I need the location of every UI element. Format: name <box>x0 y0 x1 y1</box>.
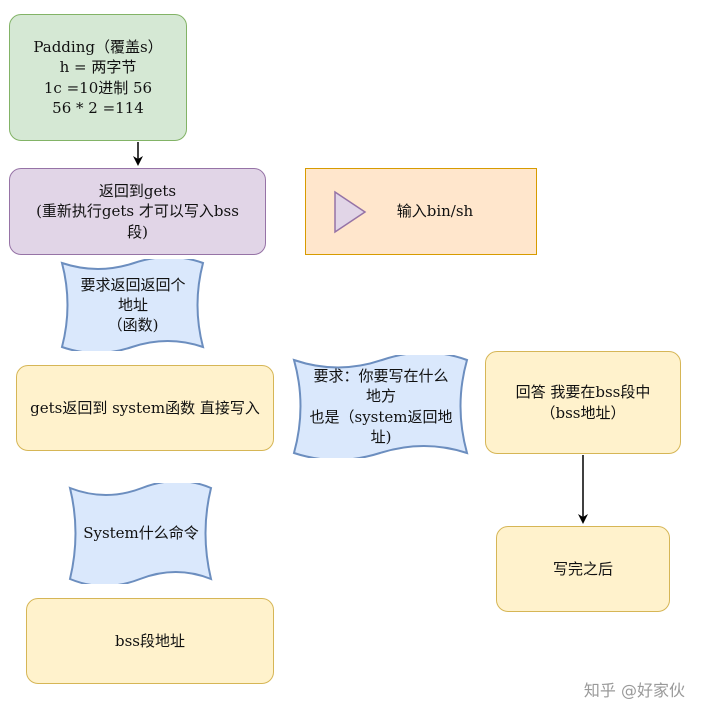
require-return-text: 要求返回返回个 地址 （函数) <box>80 275 186 335</box>
gets-return-system-text: gets返回到 system函数 直接写入 <box>30 398 260 417</box>
answer-bss-node: 回答 我要在bss段中 （bss地址） <box>485 351 681 454</box>
tape-shape <box>60 259 205 351</box>
padding-text: Padding（覆盖s） h = 两字节 1c =10进制 56 56 * 2 … <box>33 38 163 117</box>
require-write-tape: 要求：你要写在什么 地方 也是（system返回地 址) <box>290 355 472 458</box>
tape-shape <box>292 355 469 458</box>
return-to-gets-node: 返回到gets (重新执行gets 才可以写入bss 段) <box>9 168 266 255</box>
require-write-text: 要求：你要写在什么 地方 也是（system返回地 址) <box>309 367 453 446</box>
watermark: 知乎 @好家伙 <box>583 681 685 700</box>
after-write-node: 写完之后 <box>496 526 670 612</box>
bss-address-node: bss段地址 <box>26 598 274 684</box>
bss-address-text: bss段地址 <box>115 631 185 650</box>
return-to-gets-text: 返回到gets (重新执行gets 才可以写入bss 段) <box>36 182 239 241</box>
gets-return-system-node: gets返回到 system函数 直接写入 <box>16 365 274 451</box>
play-triangle-icon <box>334 190 367 234</box>
system-command-text: System什么命令 <box>83 524 199 543</box>
padding-node: Padding（覆盖s） h = 两字节 1c =10进制 56 56 * 2 … <box>9 14 187 141</box>
system-command-tape: System什么命令 <box>66 483 216 584</box>
tape-shape <box>68 483 213 584</box>
input-binsh-text: 输入bin/sh <box>396 202 474 221</box>
input-binsh-node: 输入bin/sh <box>305 168 537 255</box>
after-write-text: 写完之后 <box>552 559 613 578</box>
answer-bss-text: 回答 我要在bss段中 （bss地址） <box>515 383 651 422</box>
require-return-tape: 要求返回返回个 地址 （函数) <box>58 259 208 351</box>
